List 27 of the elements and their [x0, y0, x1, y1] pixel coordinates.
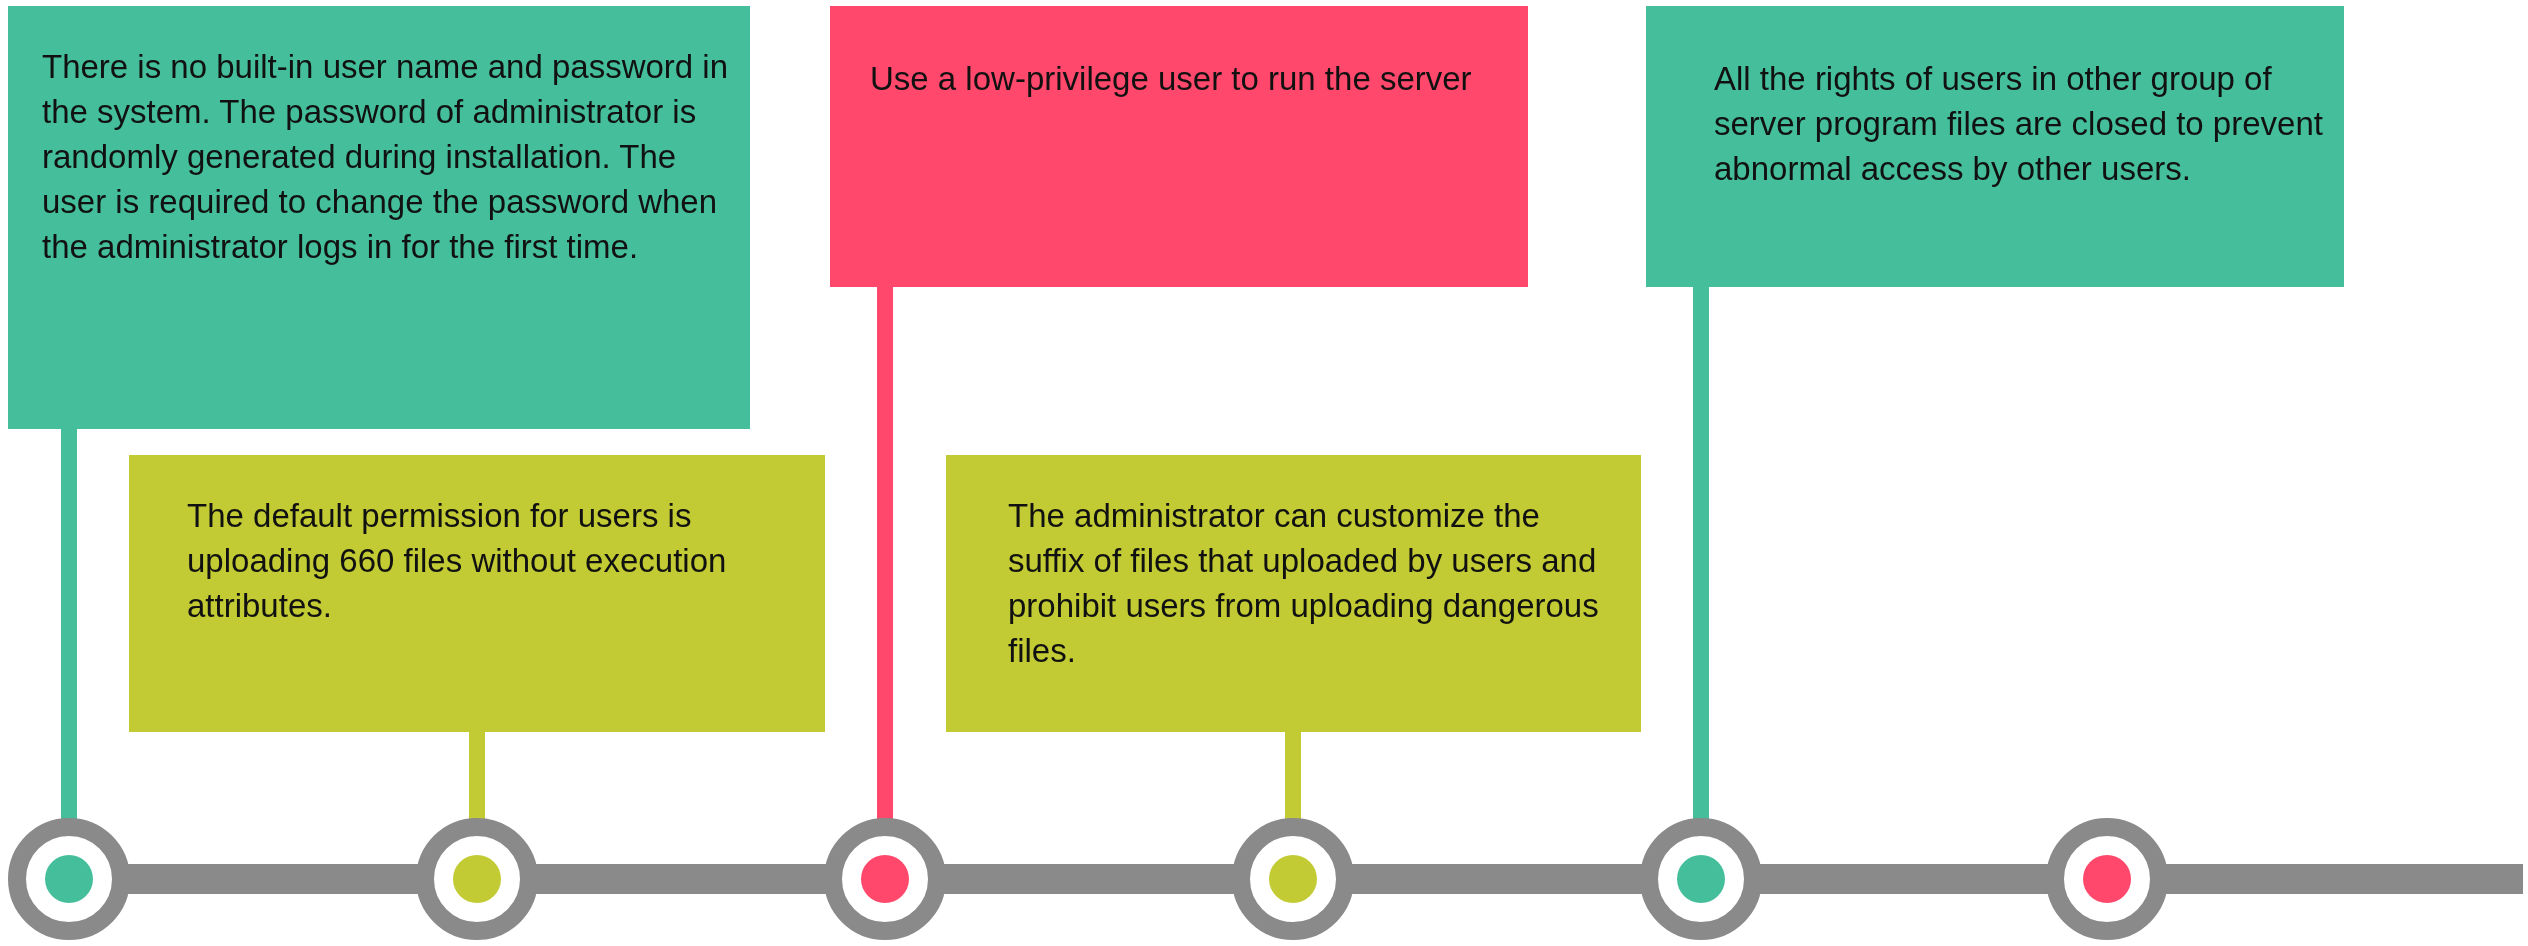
note-card: [8, 6, 750, 429]
note-card: [946, 455, 1641, 732]
timeline-line: [536, 864, 826, 894]
connector-line: [469, 732, 485, 820]
timeline-marker: [1232, 818, 1354, 940]
note-text: Use a low-privilege user to run the server: [870, 59, 1473, 99]
timeline-line: [1352, 864, 1642, 894]
note-text: The default permission for users is uploading 660 files without execution attributes.: [187, 496, 728, 626]
note-card: [830, 6, 1528, 287]
timeline-marker: [2046, 818, 2168, 940]
timeline-line: [1760, 864, 2048, 894]
timeline-marker: [8, 818, 130, 940]
note-card: [1646, 6, 2344, 287]
timeline-line: [944, 864, 1234, 894]
timeline-line: [2166, 864, 2523, 894]
timeline-marker: [1640, 818, 1762, 940]
connector-line: [1285, 732, 1301, 820]
note-text: The administrator can customize the suffix of files that uploaded by users and prohibit users from uploading dangerous files.: [1008, 496, 1600, 671]
note-text: There is no built-in user name and password in the system. The password of administrator is randomly generated during installation. The user is required to change the password when the administrator logs in for the first time.: [42, 47, 730, 267]
timeline-marker: [824, 818, 946, 940]
connector-line: [877, 287, 893, 820]
timeline-line: [128, 864, 418, 894]
note-text: All the rights of users in other group of server program files are closed to prevent abnormal access by other users.: [1714, 59, 2324, 189]
connector-line: [1693, 287, 1709, 820]
timeline-marker: [416, 818, 538, 940]
note-card: [129, 455, 825, 732]
connector-line: [61, 429, 77, 820]
